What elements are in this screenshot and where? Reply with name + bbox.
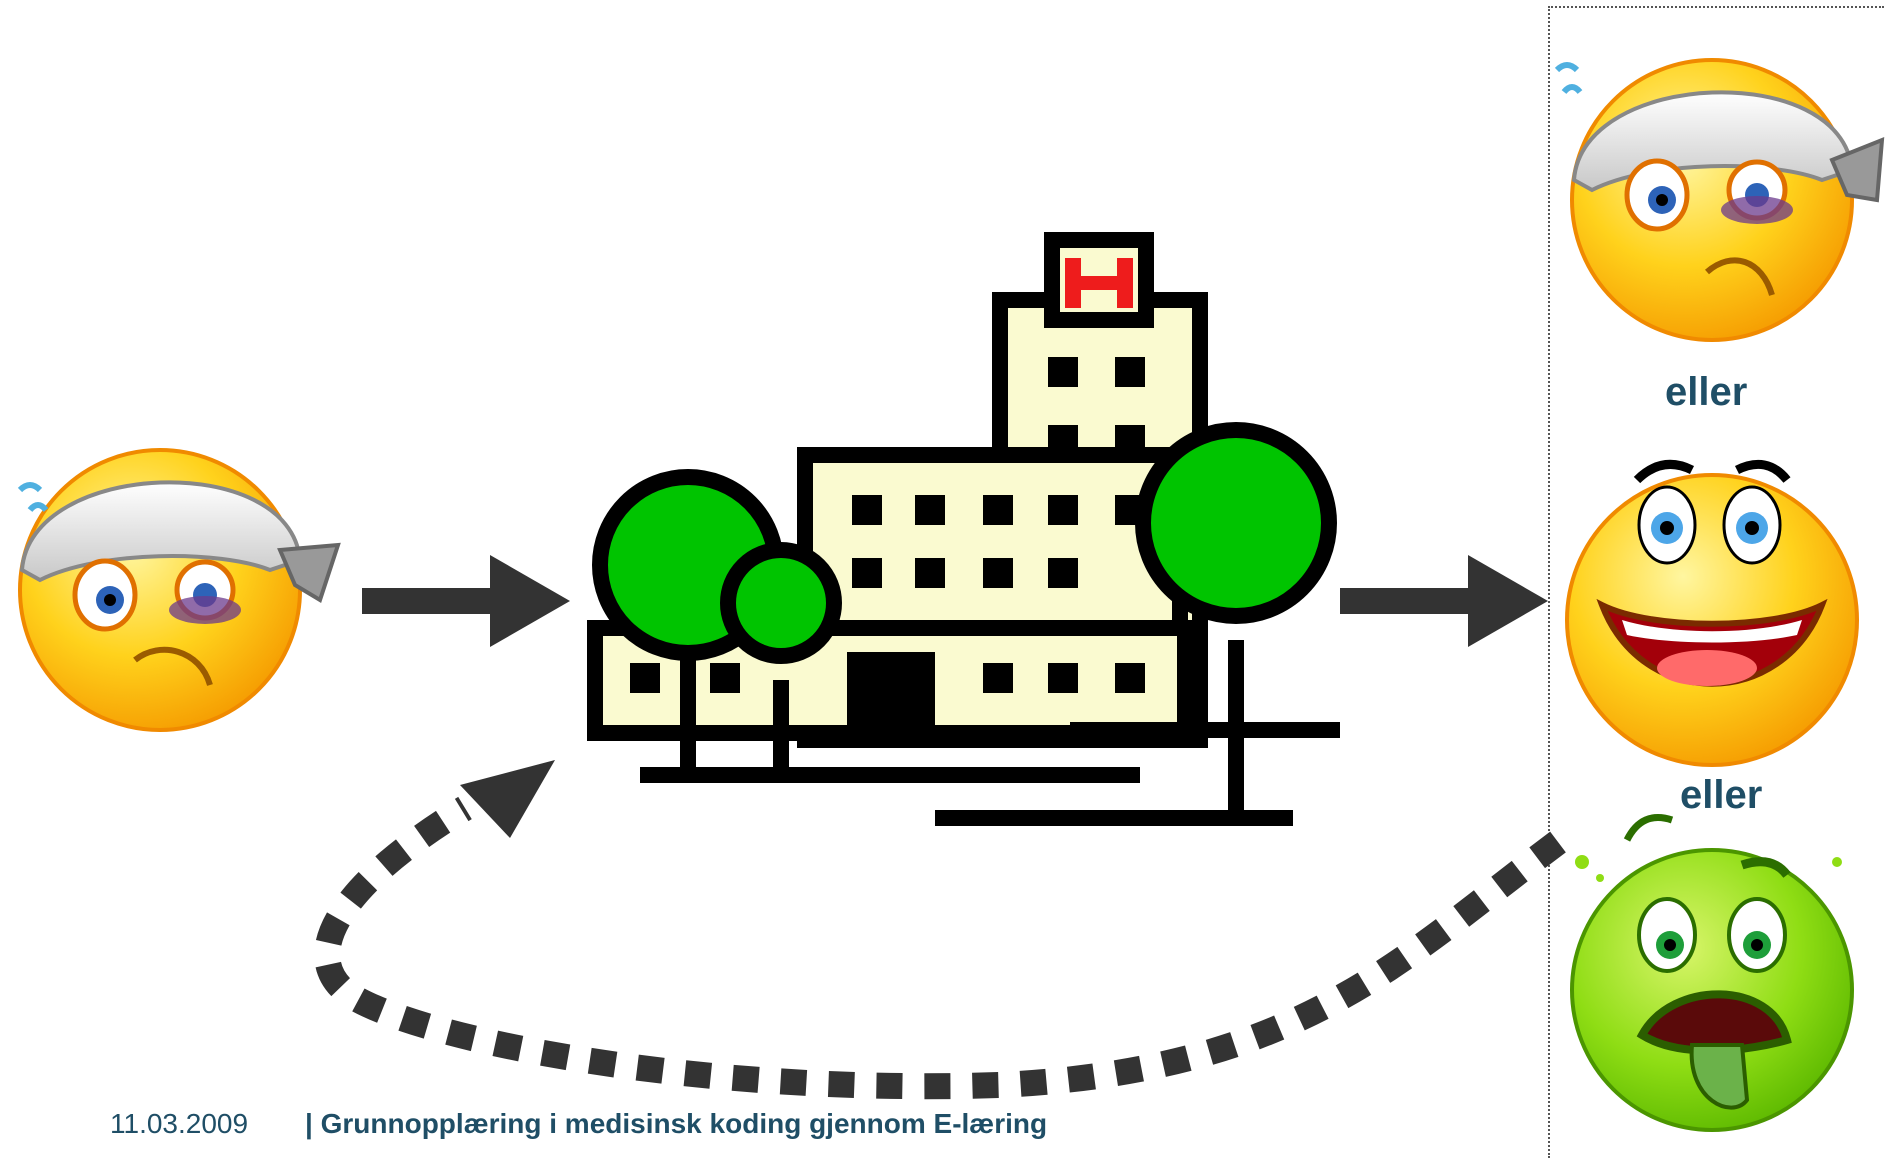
readmission-arrow: [314, 760, 1566, 1100]
footer-date: 11.03.2009: [110, 1108, 249, 1139]
hospital-icon: [587, 232, 1340, 826]
arrow-to-outcomes: [1340, 555, 1548, 647]
sick-face-icon: [1570, 814, 1854, 1132]
hospital-sign: [1065, 258, 1133, 308]
outcome-box: [1548, 6, 1884, 1158]
arrow-to-hospital: [362, 555, 570, 647]
injured-patient-icon: [17, 448, 341, 732]
outcome-separator-2: eller: [1680, 773, 1763, 817]
outcome-separator-1: eller: [1665, 370, 1748, 414]
happy-face-icon: [1565, 459, 1859, 767]
injured-patient-icon: [1554, 58, 1885, 342]
footer-title: | Grunnopplæring i medisinsk koding gjen…: [305, 1108, 1048, 1139]
